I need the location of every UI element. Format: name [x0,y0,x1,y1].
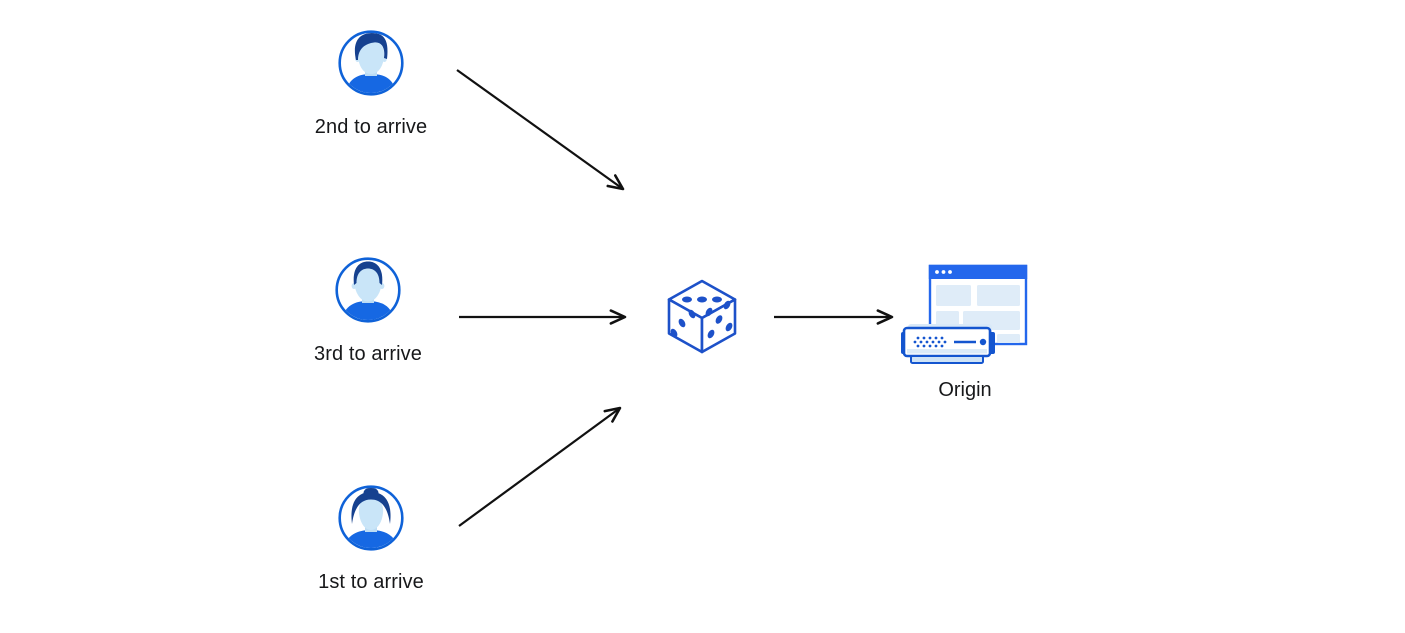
node-user-second: 2nd to arrive [286,29,456,139]
node-label-user-second: 2nd to arrive [314,116,428,138]
user-female-bun-avatar-icon [338,485,404,551]
node-user-third: 3rd to arrive [283,256,453,366]
server-icon [901,324,995,364]
user-male-quiff-avatar-icon [338,30,404,96]
node-label-user-third: 3rd to arrive [313,343,422,365]
origin-server-browser-icon [901,264,1028,364]
node-label-user-first: 1st to arrive [318,571,424,593]
user-male-short-hair-avatar-icon [335,257,401,323]
node-label-origin: Origin [938,379,992,401]
dice-icon [667,279,737,354]
server-led [979,338,987,346]
arrow-user-second-to-dice [456,69,625,191]
node-user-first: 1st to arrive [286,484,456,594]
arrow-user-first-to-dice [458,406,622,527]
server-vents [913,336,947,348]
